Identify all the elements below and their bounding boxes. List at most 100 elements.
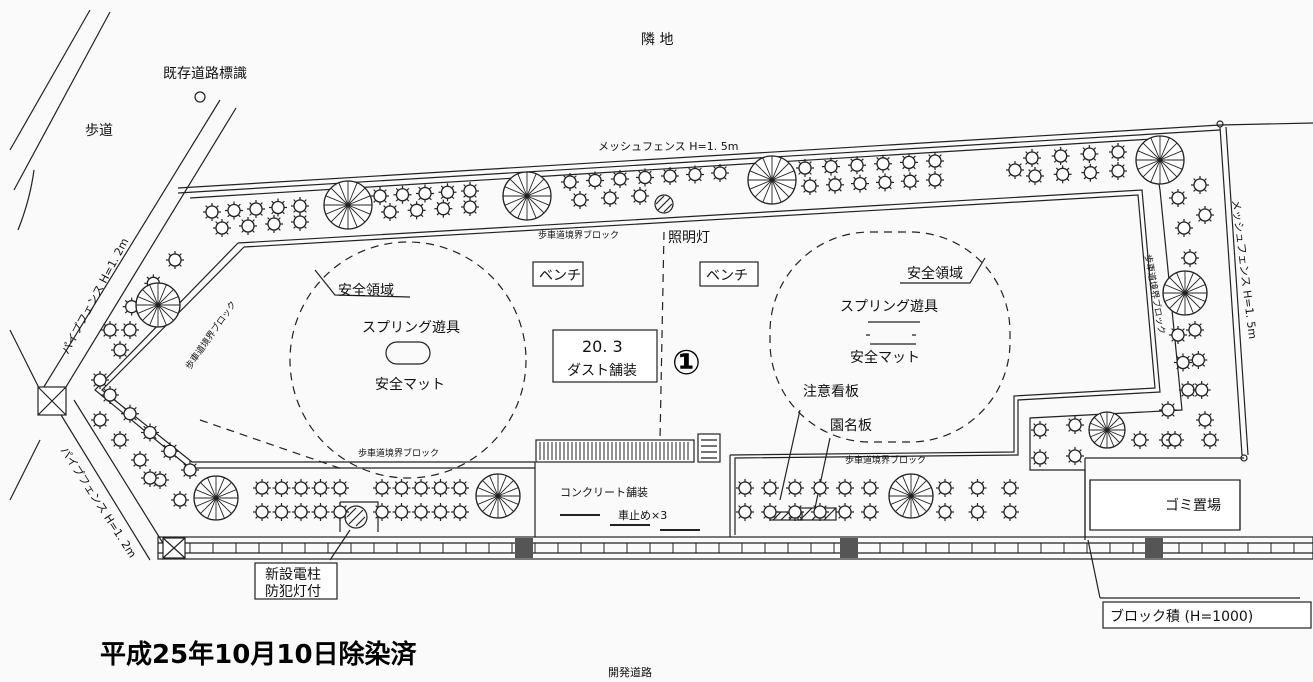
shrub-symbol — [1196, 206, 1214, 224]
spring-toy-mat-left — [385, 341, 431, 365]
curb-block-bottom-left-label: 歩車道境界ブロック — [358, 447, 439, 459]
shrub-symbol — [247, 200, 265, 218]
shrub-symbol — [166, 251, 184, 269]
shrub-symbol — [861, 503, 879, 521]
shrub-symbol — [121, 404, 139, 423]
safety-mat-right-label: 安全マット — [850, 349, 920, 366]
shrub-symbol — [1174, 353, 1192, 372]
safety-zone-left-label: 安全領域 — [338, 282, 394, 299]
shrub-symbol — [121, 321, 139, 339]
garbage-area-label: ゴミ置場 — [1165, 497, 1221, 514]
bench-right-box — [699, 261, 759, 287]
pole-label-box — [254, 562, 338, 600]
tree-symbol — [502, 171, 552, 221]
shrub-symbol — [141, 423, 159, 442]
center-divider — [659, 231, 665, 441]
entrance-fixtures — [535, 433, 721, 531]
shrub-symbol — [826, 175, 844, 194]
shrub-symbol — [431, 479, 450, 497]
shrub-symbol — [141, 469, 159, 487]
curb-block-bottom-right-label: 歩車道境界ブロック — [845, 454, 926, 466]
existing-road-sign-label: 既存道路標識 — [163, 66, 247, 82]
sidewalk-lines — [9, 9, 111, 501]
shrub-symbol — [265, 215, 283, 233]
shrub-symbol — [291, 197, 309, 215]
dust-area-value: 20. 3 — [582, 337, 623, 356]
safety-zone-right-label: 安全領域 — [907, 265, 963, 282]
decontamination-headline: 平成25年10月10日除染済 — [100, 639, 418, 670]
tree-symbol — [193, 475, 239, 521]
shrub-symbol — [848, 156, 866, 175]
shrub-symbol — [393, 185, 412, 204]
bench-right-label: ベンチ — [706, 268, 748, 284]
shrub-symbol — [1109, 162, 1127, 180]
spring-toy-left-label: スプリング遊具 — [362, 320, 460, 336]
shrub-symbol — [451, 479, 469, 497]
tree-symbol — [1135, 135, 1185, 185]
shrub-symbol — [392, 503, 411, 521]
shrub-symbol — [822, 157, 840, 176]
shrub-symbol — [331, 479, 349, 497]
shrub-symbol — [292, 479, 310, 497]
shrub-symbol — [431, 503, 450, 521]
shrub-symbol — [225, 201, 243, 220]
shrub-symbol — [900, 153, 918, 172]
neighbor-land-label: 隣 地 — [641, 32, 673, 48]
shrub-symbol — [438, 183, 457, 202]
shrub-symbol — [291, 213, 309, 231]
spring-toy-right-label: スプリング遊具 — [840, 299, 938, 315]
shrub-symbol — [786, 503, 804, 521]
shrub-symbol — [311, 503, 330, 521]
shrub-symbol — [571, 191, 589, 209]
block-wall-label: ブロック積 (H=1000) — [1110, 608, 1253, 625]
shrub-symbol — [1196, 411, 1214, 429]
shrub-symbol — [936, 503, 954, 521]
bench-left-box — [532, 261, 584, 287]
shrub-symbol — [1166, 431, 1184, 449]
shrub-symbol — [901, 172, 919, 191]
tree-symbol — [888, 473, 934, 519]
pipe-fence-bottom-label: パイプフェンス H=1. 2m — [57, 445, 138, 561]
caution-sign-label: 注意看板 — [803, 383, 859, 400]
shrub-symbol — [461, 198, 479, 216]
garbage-area-box — [1089, 479, 1241, 531]
shrub-symbol — [272, 479, 291, 497]
shrub-symbol — [371, 187, 389, 205]
shrub-symbol — [1192, 381, 1211, 399]
shrub-symbol — [631, 187, 649, 205]
shrub-symbol — [836, 503, 854, 521]
shrub-symbol — [101, 386, 119, 404]
shrub-symbol — [111, 341, 129, 359]
shrub-symbol — [1066, 416, 1084, 434]
shrub-symbol — [601, 189, 619, 207]
shrub-symbol — [407, 201, 426, 220]
shrub-symbol — [811, 503, 829, 521]
tree-symbol — [475, 473, 521, 519]
shrub-symbol — [171, 491, 189, 509]
shrub-symbol — [1081, 163, 1100, 182]
shrub-symbol — [661, 167, 679, 185]
shrub-symbol — [451, 503, 469, 521]
tree-symbol — [1088, 411, 1126, 449]
shrub-symbol — [1031, 421, 1049, 439]
shrub-symbol — [711, 164, 729, 182]
bottom-boundary-strip — [157, 536, 1313, 560]
shrub-symbol — [331, 503, 349, 521]
shrub-symbol — [1023, 149, 1041, 167]
shrub-symbol — [1175, 219, 1193, 237]
shrub-symbol — [926, 152, 944, 170]
shrub-symbol — [253, 503, 271, 521]
shrub-symbol — [761, 503, 779, 521]
shrub-symbol — [253, 479, 271, 497]
leader-lines — [314, 257, 1300, 599]
shrub-symbol — [836, 479, 854, 497]
shrub-symbol — [796, 159, 814, 177]
shrub-symbol — [736, 479, 754, 497]
shrub-symbol — [874, 154, 892, 173]
shrub-symbol — [636, 168, 654, 187]
shrub-symbol — [292, 503, 310, 521]
tree-symbol — [135, 282, 181, 328]
shrub-symbol — [611, 170, 629, 188]
shrub-symbol — [392, 479, 411, 497]
